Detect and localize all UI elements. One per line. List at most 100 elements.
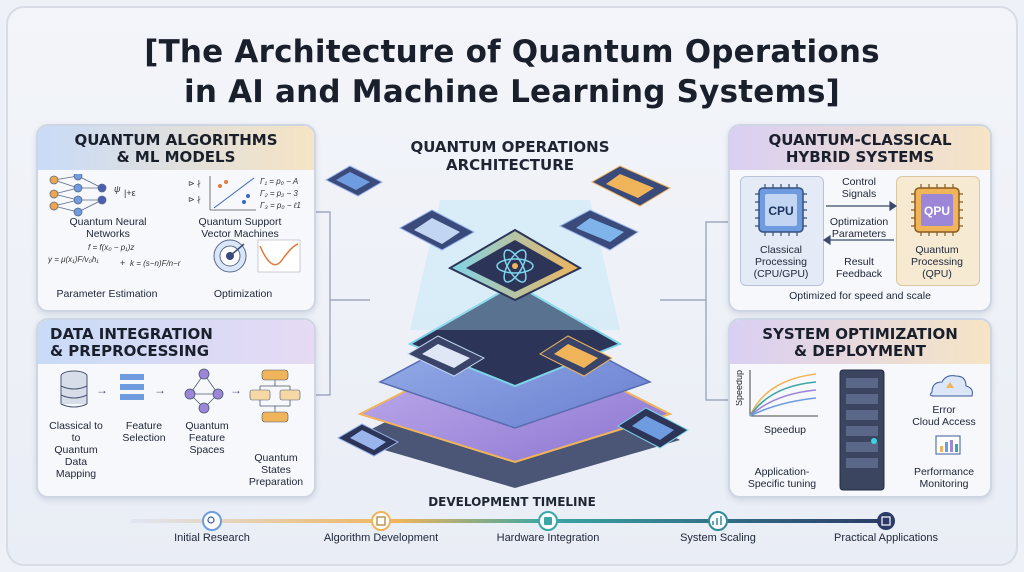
heading-line2: HYBRID SYSTEMS — [785, 148, 935, 166]
heading-line1: QUANTUM-CLASSICAL — [768, 131, 952, 149]
timeline-node-2 — [371, 511, 391, 531]
target-icon — [213, 239, 247, 273]
label-quantum-processing: Quantum Processing (QPU) — [911, 244, 963, 280]
quantum-stack-illustration — [324, 165, 689, 488]
panel-quantum-algorithms: QUANTUM ALGORITHMS & ML MODELS ψ |+ε ⊳ ∤… — [36, 124, 316, 312]
flowchart-icon — [249, 369, 301, 423]
svg-text:⊳ ∤: ⊳ ∤ — [188, 195, 201, 204]
heading-line1: QUANTUM ALGORITHMS — [74, 131, 278, 149]
algorithms-illustrations: ψ |+ε ⊳ ∤ ⊳ ∤ Γ₁ = p₀ − A Γ₂ = p₂ − 3 Γ₃ … — [48, 174, 301, 273]
label-feature-selection: Feature Selection — [122, 420, 166, 444]
timeline-stage-5: Practical Applications — [834, 532, 938, 544]
panel-header-bg — [730, 126, 990, 170]
timeline-stage-2: Algorithm Development — [323, 532, 439, 544]
heading-line1: SYSTEM OPTIMIZATION — [762, 325, 958, 343]
satellite-chip-top-right — [590, 165, 672, 207]
satellite-chip-mid-left — [406, 335, 486, 377]
search-icon — [207, 516, 215, 524]
monitor-chart-icon — [935, 435, 961, 455]
svg-text:→: → — [154, 383, 166, 397]
panel-header-bg — [730, 320, 990, 364]
center-title-line1: QUANTUM OPERATIONS — [410, 138, 610, 156]
cpu-label: CPU — [768, 204, 793, 218]
heading-line2: & DEPLOYMENT — [793, 342, 927, 360]
timeline-node-3 — [538, 511, 558, 531]
label-optimized-footer: Optimized for speed and scale — [789, 290, 931, 302]
atom-icon — [496, 249, 534, 283]
timeline-bar — [130, 511, 895, 531]
timeline-node-1 — [202, 511, 222, 531]
label-data-mapping: Classical to to Quantum Data Mapping — [49, 420, 103, 480]
label-speedup: Speedup — [763, 424, 807, 436]
cpu-icon: CPU — [755, 184, 807, 236]
svg-text:Γ₃ = p₀ − ℓ1: Γ₃ = p₀ − ℓ1 — [260, 201, 301, 210]
svg-text:ψ: ψ — [114, 184, 121, 194]
qpu-label: QPU — [924, 204, 950, 218]
svg-text:k = (s−n)F/n−r: k = (s−n)F/n−r — [130, 259, 181, 268]
svm-plot-icon: ⊳ ∤ ⊳ ∤ — [188, 176, 256, 211]
panel-deployment: SYSTEM OPTIMIZATION & DEPLOYMENT Speedup… — [728, 318, 992, 498]
panel-heading: DATA INTEGRATION & PREPROCESSING — [38, 320, 314, 360]
heading-line2: & PREPROCESSING — [50, 342, 210, 360]
network-icon — [184, 368, 224, 414]
label-feature-spaces: Quantum Feature Spaces — [185, 420, 229, 456]
panel-header-bg — [38, 320, 314, 364]
satellite-chip-top-left — [324, 165, 384, 197]
label-quantum-svm: Quantum Support Vector Machines — [198, 216, 282, 240]
svg-text:→: → — [96, 383, 108, 397]
center-title-line2: ARCHITECTURE — [446, 156, 574, 174]
timeline-stage-4: System Scaling — [680, 532, 756, 544]
svg-text:+: + — [120, 258, 125, 268]
label-result-feedback: Result Feedback — [835, 256, 883, 280]
panel-heading: SYSTEM OPTIMIZATION & DEPLOYMENT — [730, 320, 990, 360]
label-quantum-neural-networks: Quantum Neural Networks — [69, 216, 147, 240]
svg-text:⊳ ∤: ⊳ ∤ — [188, 179, 201, 188]
svg-text:|+ε: |+ε — [124, 188, 136, 198]
label-states-preparation: Quantum States Preparation — [248, 452, 304, 488]
satellite-chip-bottom-right — [617, 407, 689, 449]
label-parameter-estimation: Parameter Estimation — [56, 288, 158, 300]
satellite-chip-upper-left — [398, 209, 476, 251]
neural-net-icon — [49, 174, 107, 217]
label-optimization: Optimization — [213, 288, 273, 300]
svg-text:Γ₂ = p₂ − 3: Γ₂ = p₂ − 3 — [260, 189, 298, 198]
label-classical-processing: Classical Processing (CPU/GPU) — [753, 244, 809, 280]
svg-text:f = f(x₀ − p₁)z: f = f(x₀ − p₁)z — [88, 243, 134, 252]
optimization-curve-icon — [257, 239, 301, 273]
satellite-chip-right — [558, 209, 640, 251]
speedup-axis-label: Speedup — [736, 370, 744, 406]
satellite-chip-bottom-left — [336, 423, 400, 457]
panel-header-bg — [38, 126, 314, 170]
timeline-heading: DEVELOPMENT TIMELINE — [428, 495, 596, 509]
label-performance-monitoring: Performance Monitoring — [913, 466, 975, 490]
heading-line1: DATA INTEGRATION — [50, 325, 213, 343]
hybrid-chips: CPU QPU — [755, 184, 963, 246]
svg-text:Γ₁ = p₀ − A: Γ₁ = p₀ − A — [260, 177, 298, 186]
timeline-stage-1: Initial Research — [174, 532, 250, 544]
page-title-line2: in AI and Machine Learning Systems] — [184, 74, 840, 110]
label-optimization-parameters: Optimization Parameters — [829, 216, 889, 240]
svg-text:→: → — [230, 383, 242, 397]
label-cloud-access: Error Cloud Access — [912, 404, 976, 428]
data-illustrations: → → → — [60, 368, 301, 423]
panel-hybrid-systems: QUANTUM-CLASSICAL HYBRID SYSTEMS CPU QPU… — [728, 124, 992, 312]
feature-list-icon — [120, 374, 144, 400]
page-title-line1: [The Architecture of Quantum Operations — [144, 34, 880, 70]
cloud-icon — [929, 375, 973, 397]
timeline-node-5 — [877, 512, 895, 530]
database-icon — [60, 370, 88, 408]
label-control-signals: Control Signals — [841, 176, 877, 200]
heading-line2: & ML MODELS — [116, 148, 236, 166]
panel-data-integration: DATA INTEGRATION & PREPROCESSING → → → C… — [36, 318, 316, 498]
label-app-tuning: Application- Specific tuning — [747, 466, 817, 490]
server-rack-icon — [839, 369, 885, 491]
timeline-stage-3: Hardware Integration — [496, 532, 600, 544]
satellite-chip-mid-right — [538, 335, 614, 377]
panel-heading: QUANTUM-CLASSICAL HYBRID SYSTEMS — [730, 126, 990, 166]
qpu-icon: QPU — [911, 184, 963, 236]
svg-text:y = μ(x₁)F/v₀h₁: y = μ(x₁)F/v₀h₁ — [48, 255, 99, 264]
timeline-node-4 — [708, 511, 728, 531]
center-title: QUANTUM OPERATIONS ARCHITECTURE — [380, 138, 640, 174]
panel-heading: QUANTUM ALGORITHMS & ML MODELS — [38, 126, 314, 166]
